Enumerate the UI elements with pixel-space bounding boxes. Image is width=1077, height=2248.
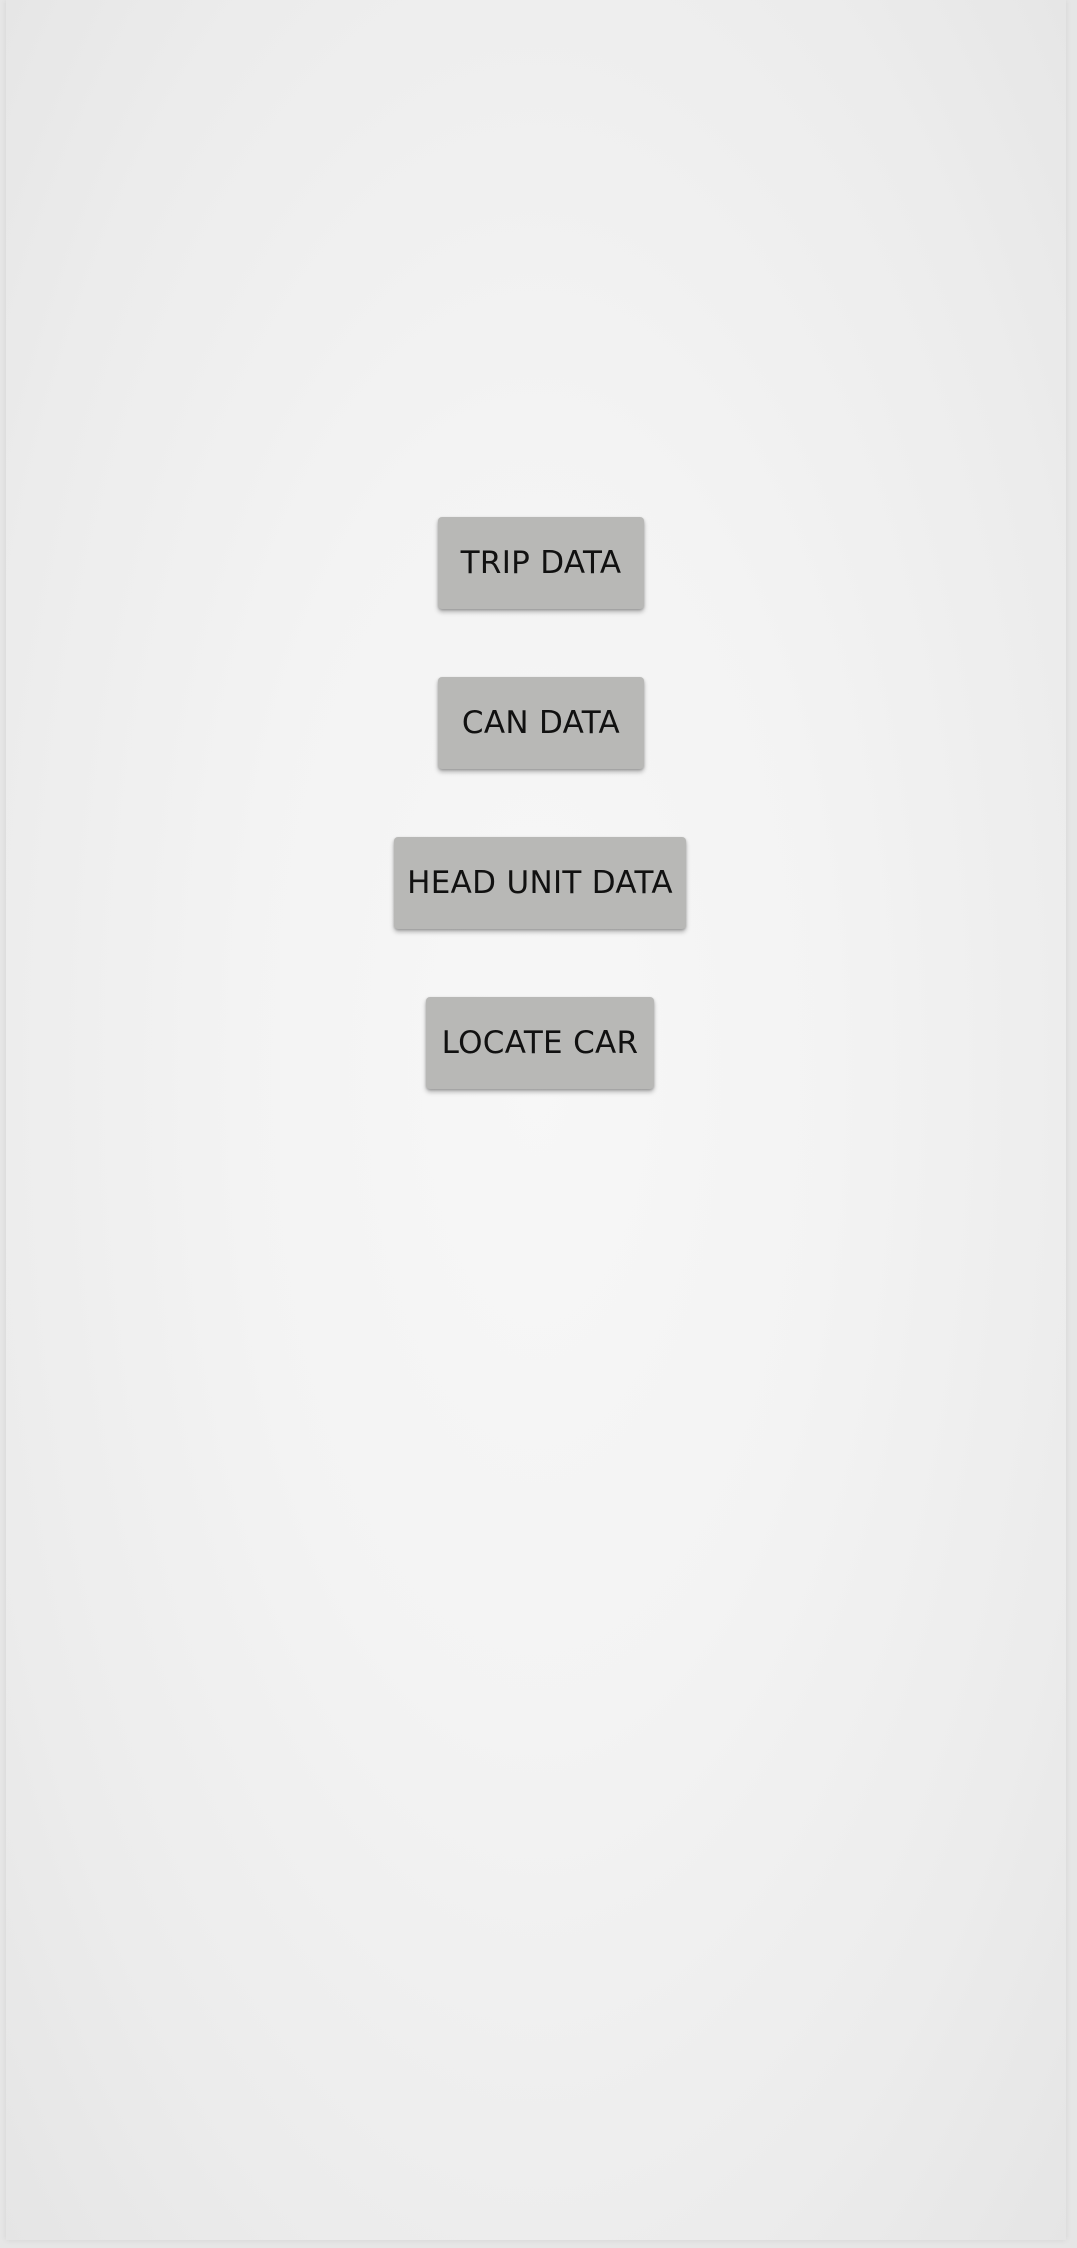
can-data-button-label: CAN DATA [461, 705, 621, 741]
can-data-button[interactable]: CAN DATA [438, 677, 644, 769]
locate-car-button[interactable]: LOCATE CAR [426, 997, 654, 1089]
head-unit-data-button[interactable]: HEAD UNIT DATA [394, 837, 686, 929]
trip-data-button[interactable]: TRIP DATA [438, 517, 644, 609]
head-unit-data-button-label: HEAD UNIT DATA [407, 865, 673, 901]
trip-data-button-label: TRIP DATA [460, 545, 622, 581]
app-screen: TRIP DATA CAN DATA HEAD UNIT DATA LOCATE… [6, 0, 1066, 2240]
locate-car-button-label: LOCATE CAR [441, 1025, 639, 1061]
